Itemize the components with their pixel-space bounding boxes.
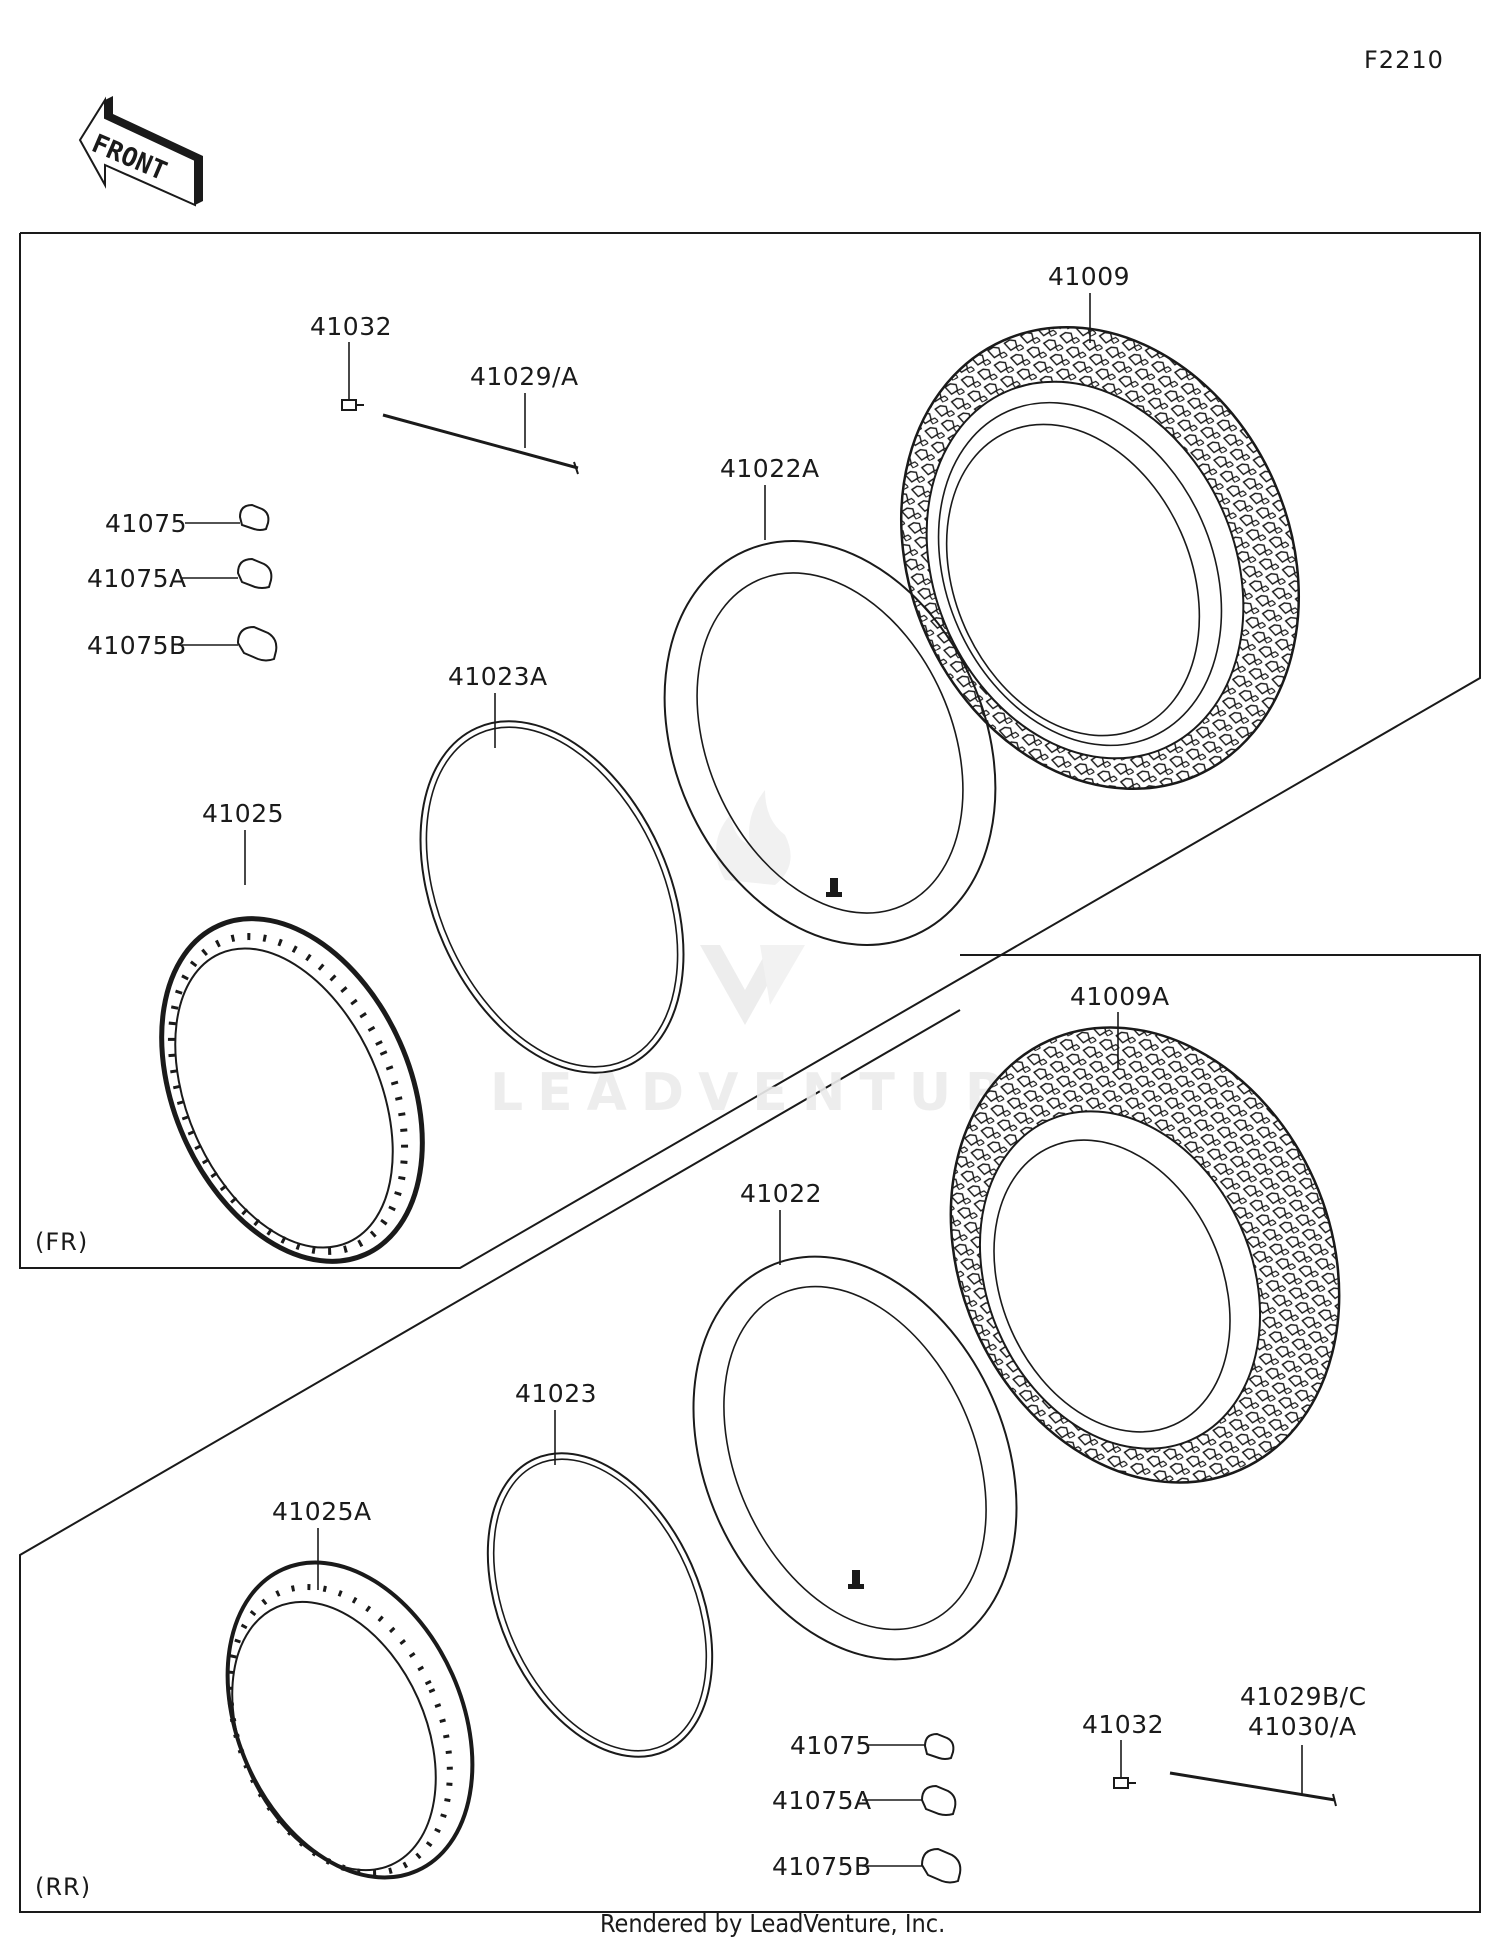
rear-balance-weight [923, 1732, 955, 1760]
front-balance-weight-a [236, 557, 273, 589]
front-nipple-number: 41032 [310, 312, 392, 341]
front-rim-band-number: 41023A [448, 662, 548, 691]
rear-rim-number: 41025A [272, 1497, 372, 1526]
rear-balance-weight-b-number: 41075B [772, 1852, 872, 1881]
rear-spoke-number-line1: 41029B/C [1240, 1682, 1367, 1711]
front-balance-weight [238, 503, 270, 531]
front-nipple [341, 399, 364, 411]
front-balance-weight-a-number: 41075A [87, 564, 187, 593]
front-tube [663, 540, 997, 946]
rear-balance-weight-b [920, 1847, 962, 1884]
rear-section-frame [19, 954, 1481, 1913]
rear-nipple-number: 41032 [1082, 1710, 1164, 1739]
rear-spoke [1169, 1771, 1337, 1807]
front-rim-number: 41025 [202, 799, 284, 828]
rear-balance-weight-number: 41075 [790, 1731, 872, 1760]
front-section-tag: (FR) [35, 1228, 88, 1256]
front-spoke [382, 413, 579, 475]
front-direction-arrow-icon: FRONT [78, 96, 203, 207]
front-rim [159, 916, 425, 1264]
rear-tube-number: 41022 [740, 1179, 822, 1208]
rear-rim [225, 1560, 475, 1880]
front-rim-band [419, 720, 685, 1074]
front-tube-number: 41022A [720, 454, 820, 483]
rear-nipple [1113, 1777, 1136, 1789]
front-balance-weight-b [236, 625, 278, 662]
rear-tire [949, 1026, 1341, 1484]
front-section-frame [19, 232, 1481, 1269]
rear-spoke-number-line2: 41030/A [1248, 1712, 1357, 1741]
rear-tube [692, 1255, 1018, 1661]
front-spoke-number: 41029/A [470, 362, 579, 391]
front-tire [900, 326, 1300, 790]
front-tire-number: 41009 [1048, 262, 1130, 291]
footer-credit: Rendered by LeadVenture, Inc. [600, 1909, 945, 1938]
rear-tire-number: 41009A [1070, 982, 1170, 1011]
rear-balance-weight-a-number: 41075A [772, 1786, 872, 1815]
watermark: LEADVENTURE [490, 790, 1055, 1123]
rear-section-tag: (RR) [35, 1873, 91, 1901]
rear-balance-weight-a [920, 1784, 957, 1816]
rear-rim-band [486, 1452, 714, 1758]
front-balance-weight-b-number: 41075B [87, 631, 187, 660]
front-balance-weight-number: 41075 [105, 509, 187, 538]
figure-code: F2210 [1364, 46, 1444, 74]
rear-rim-band-number: 41023 [515, 1379, 597, 1408]
